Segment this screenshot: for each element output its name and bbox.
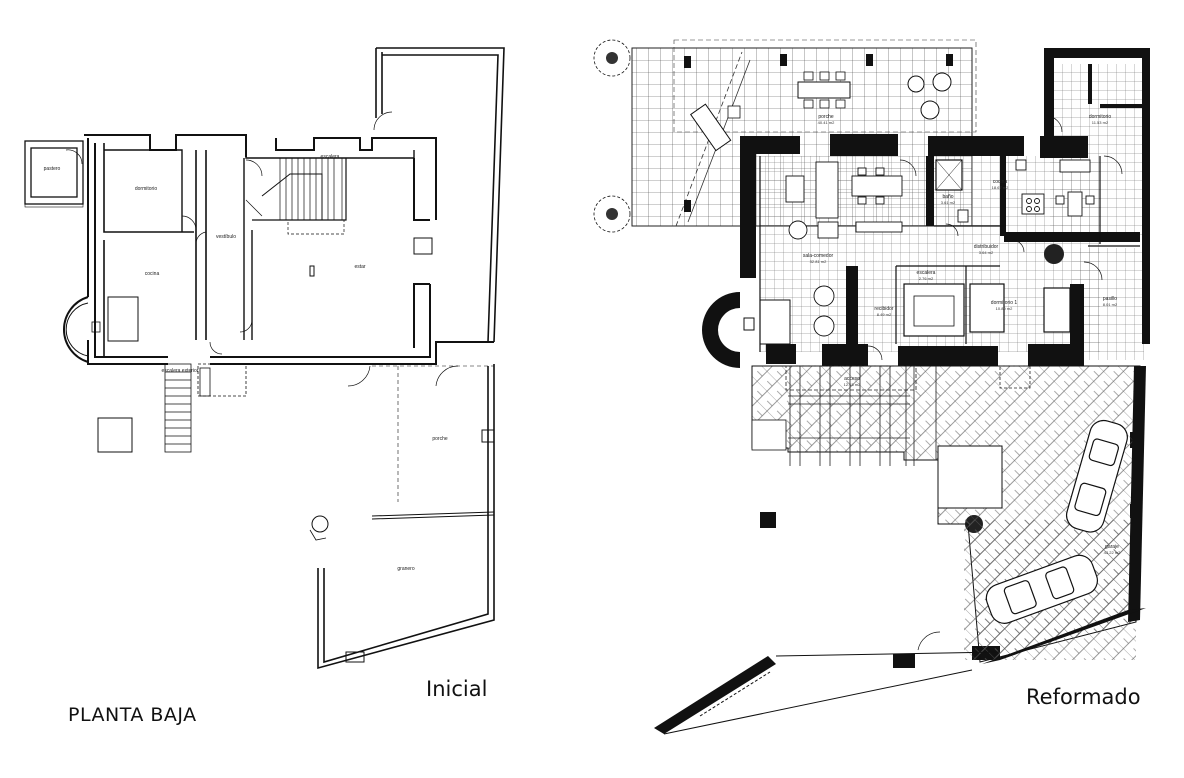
label-acceso: acceso: [844, 376, 860, 382]
initial-doors: [65, 111, 459, 387]
label-dormitorio-1: dormitorio 1: [991, 300, 1018, 306]
pastero-annex: [24, 140, 84, 208]
reformed-room-labels: porche 40.41 m2 dormitorio 11.53 m2 coci…: [803, 114, 1121, 555]
area-dormitorio-ne: 11.53 m2: [1092, 120, 1109, 125]
label-dormitorio: dormitorio: [135, 186, 157, 192]
label-estar: estar: [354, 264, 365, 270]
label-vestibulo: vestíbulo: [216, 234, 236, 240]
initial-plan: pastero dormitorio cocina vestíbulo esta…: [24, 47, 505, 670]
label-dormitorio-ne: dormitorio: [1089, 114, 1111, 120]
reformed-plan: porche 40.41 m2 dormitorio 11.53 m2 coci…: [593, 39, 1150, 735]
reformed-boundary: [654, 366, 1146, 734]
plan-title: PLANTA BAJA: [68, 704, 197, 726]
label-granero: granero: [397, 566, 414, 572]
area-escalera: 2.76 m2: [919, 276, 934, 281]
label-garaje: garaje: [1105, 544, 1119, 550]
area-recibidor: 8.49 m2: [877, 312, 892, 317]
area-porche-n: 40.41 m2: [818, 120, 835, 125]
reformed-walls: [740, 48, 1150, 668]
reformed-furniture: [785, 159, 1095, 337]
area-garaje: 43.22 m2: [1104, 550, 1121, 555]
initial-room-labels: pastero dormitorio cocina vestíbulo esta…: [44, 154, 448, 572]
reformed-cars: [985, 419, 1128, 624]
area-cocina: 18.67 m2: [992, 185, 1009, 190]
label-escalera: escalera: [917, 270, 936, 276]
reformed-doors: [867, 115, 1123, 651]
reformed-round-oven: [702, 292, 791, 368]
label-bano: baño: [942, 194, 953, 200]
initial-barn-walls: [317, 47, 505, 670]
label-distribuidor: distribuidor: [974, 244, 999, 250]
area-bano: 3.61 m2: [941, 200, 956, 205]
label-escalera-top: escalera: [321, 154, 340, 160]
label-pasillo: pasillo: [1103, 296, 1117, 302]
initial-caption: Inicial: [426, 677, 488, 701]
label-porche-n: porche: [818, 114, 834, 120]
label-recibidor: recibidor: [874, 306, 894, 312]
initial-round-oven: [62, 296, 139, 363]
label-sala-comedor: sala-comedor: [803, 253, 834, 259]
initial-exterior-stair: [164, 363, 247, 453]
area-acceso: 12.15 m2: [844, 382, 861, 387]
area-sala-comedor: 32.81 m2: [810, 259, 827, 264]
label-cocina: cocina: [145, 271, 160, 277]
reformed-caption: Reformado: [1026, 685, 1141, 709]
initial-house-walls: [84, 134, 494, 365]
initial-fixtures: [97, 237, 433, 541]
initial-inner-stair: [261, 157, 345, 235]
reformed-front-lines: [663, 651, 1001, 735]
area-pasillo: 8.01 m2: [1103, 302, 1118, 307]
label-escalera-exterior: escalera exterior: [162, 368, 199, 374]
label-porche: porche: [432, 436, 448, 442]
label-pastero: pastero: [44, 166, 61, 172]
area-dormitorio-1: 10.80 m2: [996, 306, 1013, 311]
label-cocina: cocina: [993, 179, 1008, 185]
reformed-partitions: [759, 156, 1140, 352]
area-distribuidor: 3.64 m2: [979, 250, 994, 255]
